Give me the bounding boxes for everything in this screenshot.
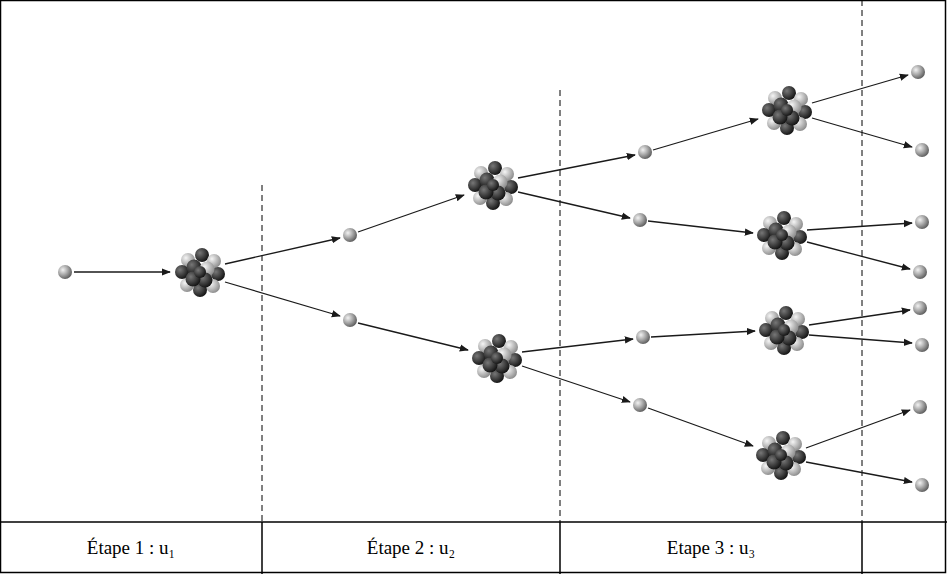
neutrons [58, 65, 929, 492]
cell-divider [559, 522, 561, 574]
nuclei [175, 86, 812, 480]
stage-label: Etape 3 : u₃ [667, 537, 755, 559]
stage-separator [560, 90, 561, 522]
stage-separator [262, 185, 263, 522]
stage-separator [862, 0, 863, 522]
stage-label: Étape 1 : u₁ [87, 537, 175, 559]
neutron-paths [74, 75, 912, 482]
cell-divider [261, 522, 263, 574]
stage-label: Étape 2 : u₂ [367, 537, 455, 559]
cell-divider [861, 522, 863, 574]
table-rule [0, 521, 947, 523]
